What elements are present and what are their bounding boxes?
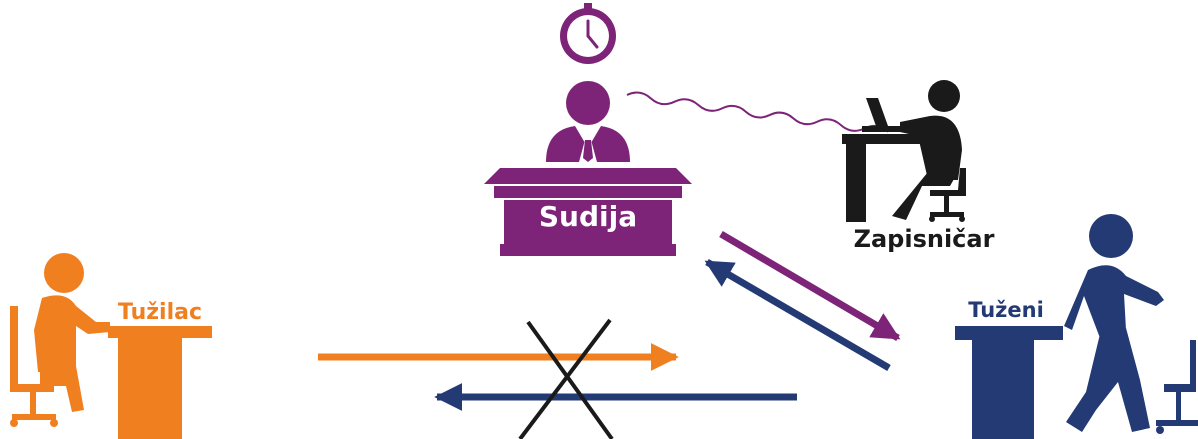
crossed-out-icon xyxy=(518,318,614,439)
defendant-walking-icon xyxy=(1064,214,1198,434)
clerk-label: Zapisničar xyxy=(854,225,995,253)
clerk-group: Zapisničar xyxy=(842,80,995,253)
plaintiff-label: Tužilac xyxy=(118,300,202,325)
judge-label: Sudija xyxy=(539,200,637,233)
arrow-judge-to-defendant xyxy=(719,230,901,342)
defendant-group: Tuženi xyxy=(955,214,1198,439)
plaintiff-seated-icon xyxy=(10,253,212,439)
judge-group: Sudija xyxy=(484,3,692,256)
judge-person-icon xyxy=(546,81,630,162)
clerk-typing-icon xyxy=(842,80,966,222)
plaintiff-group: Tužilac xyxy=(10,253,212,439)
wavy-connection-line xyxy=(626,91,890,133)
defendant-desk xyxy=(955,326,1063,439)
arrow-defendant-to-judge xyxy=(704,258,891,372)
judge-bench xyxy=(484,168,692,256)
clock-icon xyxy=(560,3,616,64)
defendant-label: Tuženi xyxy=(968,298,1044,322)
